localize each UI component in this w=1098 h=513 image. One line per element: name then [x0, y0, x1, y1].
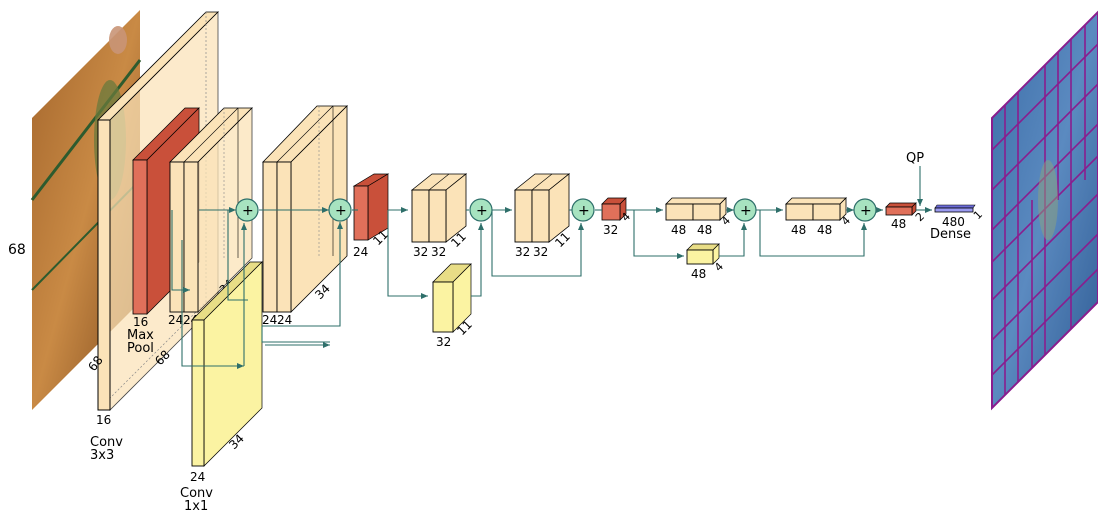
- pool4-volume: [885, 202, 917, 216]
- block3-volume: [410, 173, 468, 243]
- dense-volume: [934, 204, 976, 213]
- maxpool-title-line1: Max: [127, 328, 154, 343]
- conv3x3-depth-label: 16: [96, 413, 111, 427]
- block3-depth-label-b: 32: [431, 245, 446, 259]
- sum-node-3: +: [469, 198, 493, 222]
- dense-label: Dense: [930, 227, 971, 242]
- block5-depth-label-b: 48: [697, 223, 712, 237]
- conv3x3-title-line1: Conv: [90, 435, 123, 450]
- block5-depth-label-a: 48: [671, 223, 686, 237]
- sum-node-6: +: [853, 198, 877, 222]
- output-image: [991, 10, 1098, 411]
- block6-depth-label-a: 48: [791, 223, 806, 237]
- block4-depth-label-b: 32: [533, 245, 548, 259]
- conv1x1-depth-label: 24: [190, 470, 205, 484]
- maxpool-depth-label: 16: [133, 315, 148, 329]
- aux5-height-label: 4: [712, 260, 726, 274]
- sum-node-1-symbol: +: [242, 203, 254, 219]
- pool4-height-label: 2: [913, 210, 927, 224]
- connections: [171, 166, 932, 369]
- block6-depth-label-b: 48: [817, 223, 832, 237]
- conv1x1-title-line1: Conv: [180, 486, 213, 501]
- sum-node-1: +: [235, 198, 259, 222]
- block5-volume: [665, 197, 727, 221]
- block3-depth-label-a: 32: [413, 245, 428, 259]
- conv1x1-title-line2: 1x1: [184, 499, 208, 513]
- aux5-depth-label: 48: [691, 267, 706, 281]
- block2-volume: [262, 105, 348, 313]
- sum-node-4: +: [571, 198, 595, 222]
- sum-node-3-symbol: +: [476, 203, 488, 219]
- sum-node-6-symbol: +: [860, 203, 872, 219]
- sum-node-5-symbol: +: [740, 203, 752, 219]
- block1-depth-label-a: 24: [168, 313, 183, 327]
- block2-depth-label-a: 24: [262, 313, 277, 327]
- sum-node-2-symbol: +: [335, 203, 347, 219]
- conv1x1-volume: [191, 261, 263, 467]
- pool3-depth-label: 32: [603, 223, 618, 237]
- qp-label: QP: [906, 151, 924, 166]
- pool2-volume: [352, 173, 390, 241]
- sum-node-4-symbol: +: [578, 203, 590, 219]
- conv3x3-title-line2: 3x3: [90, 448, 114, 463]
- pool3-volume: [601, 197, 627, 221]
- block6-height-label: 4: [839, 214, 853, 228]
- block6-volume: [785, 197, 847, 221]
- sum-node-5: +: [733, 198, 757, 222]
- block2-depth-label-b: 24: [277, 313, 292, 327]
- aux3-volume: [432, 263, 472, 333]
- dense-depth-label: 480: [942, 215, 965, 229]
- dense-height-label: 1: [971, 208, 985, 222]
- pool4-depth-label: 48: [891, 217, 906, 231]
- block4-depth-label-a: 32: [515, 245, 530, 259]
- input-side-label: 68: [8, 242, 26, 258]
- aux5-volume: [686, 243, 720, 265]
- block5-height-label: 4: [719, 214, 733, 228]
- sum-node-2: +: [328, 198, 352, 222]
- aux3-depth-label: 32: [436, 335, 451, 349]
- maxpool-title-line2: Pool: [127, 341, 154, 356]
- pool2-depth-label: 24: [353, 245, 368, 259]
- block4-volume: [513, 173, 571, 243]
